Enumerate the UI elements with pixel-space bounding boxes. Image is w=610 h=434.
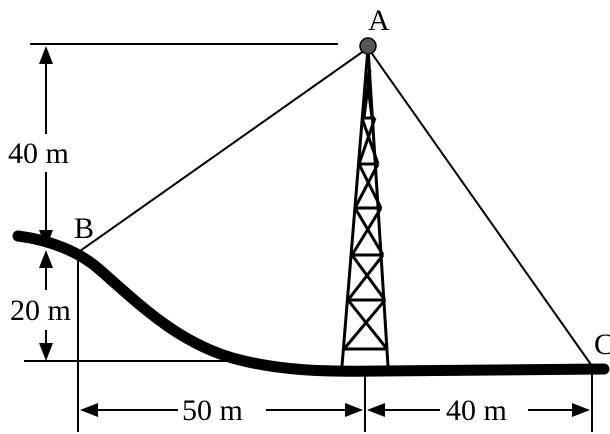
- arrowhead-40m-right: [572, 403, 590, 417]
- pivot-point-a: [359, 37, 377, 55]
- lattice-tower: [340, 47, 390, 367]
- label-distance-50m: 50 m: [182, 394, 243, 427]
- arrowhead-40m-left: [367, 403, 385, 417]
- cable-a-to-c: [367, 47, 593, 367]
- label-height-40m: 40 m: [8, 137, 69, 170]
- label-height-20m: 20 m: [10, 294, 71, 327]
- arrowhead-50m-left: [80, 403, 98, 417]
- label-distance-40m: 40 m: [446, 394, 507, 427]
- arrowhead-20m-up: [39, 250, 53, 268]
- cable-a-to-b: [79, 47, 369, 252]
- label-point-a: A: [368, 4, 390, 37]
- ground-profile: [12, 230, 610, 377]
- arrowhead-50m-right: [345, 403, 363, 417]
- arrowhead-20m-down: [39, 343, 53, 361]
- label-point-b: B: [74, 212, 94, 245]
- label-point-c: C: [594, 328, 610, 361]
- arrowhead-40m-up: [39, 46, 53, 64]
- arrowhead-40m-down: [39, 230, 53, 248]
